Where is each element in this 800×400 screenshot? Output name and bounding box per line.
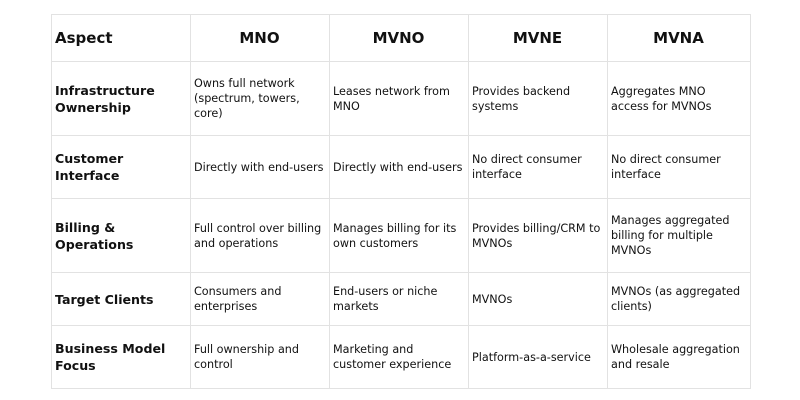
header-mvna: MVNA	[607, 14, 751, 62]
row-aspect-label: Billing & Operations	[51, 198, 191, 273]
table-row: Customer Interface Directly with end-use…	[51, 135, 751, 199]
cell-mvno: End-users or niche markets	[329, 272, 469, 326]
header-mvno: MVNO	[329, 14, 469, 62]
table-row: Business Model Focus Full ownership and …	[51, 325, 751, 389]
cell-mno: Owns full network (spectrum, towers, cor…	[190, 61, 330, 136]
table-row: Billing & Operations Full control over b…	[51, 198, 751, 273]
cell-mvno: Manages billing for its own customers	[329, 198, 469, 273]
row-aspect-label: Customer Interface	[51, 135, 191, 199]
cell-mvne: MVNOs	[468, 272, 608, 326]
cell-mno: Consumers and enterprises	[190, 272, 330, 326]
header-mno: MNO	[190, 14, 330, 62]
cell-mvno: Leases network from MNO	[329, 61, 469, 136]
header-aspect: Aspect	[51, 14, 191, 62]
cell-mvne: Platform-as-a-service	[468, 325, 608, 389]
table-row: Infrastructure Ownership Owns full netwo…	[51, 61, 751, 136]
cell-mno: Full control over billing and operations	[190, 198, 330, 273]
cell-mvno: Marketing and customer experience	[329, 325, 469, 389]
row-aspect-label: Business Model Focus	[51, 325, 191, 389]
header-mvne: MVNE	[468, 14, 608, 62]
cell-mvna: Aggregates MNO access for MVNOs	[607, 61, 751, 136]
cell-mvna: Manages aggregated billing for multiple …	[607, 198, 751, 273]
table-header: Aspect MNO MVNO MVNE MVNA	[51, 14, 751, 62]
header-row: Aspect MNO MVNO MVNE MVNA	[51, 14, 751, 62]
row-aspect-label: Infrastructure Ownership	[51, 61, 191, 136]
cell-mvna: MVNOs (as aggregated clients)	[607, 272, 751, 326]
cell-mvna: No direct consumer interface	[607, 135, 751, 199]
cell-mno: Directly with end-users	[190, 135, 330, 199]
comparison-table: Aspect MNO MVNO MVNE MVNA Infrastructure…	[51, 14, 751, 389]
table-row: Target Clients Consumers and enterprises…	[51, 272, 751, 326]
cell-mvno: Directly with end-users	[329, 135, 469, 199]
cell-mvne: Provides backend systems	[468, 61, 608, 136]
row-aspect-label: Target Clients	[51, 272, 191, 326]
cell-mvne: No direct consumer interface	[468, 135, 608, 199]
table-body: Infrastructure Ownership Owns full netwo…	[51, 61, 751, 389]
cell-mvne: Provides billing/CRM to MVNOs	[468, 198, 608, 273]
cell-mvna: Wholesale aggregation and resale	[607, 325, 751, 389]
cell-mno: Full ownership and control	[190, 325, 330, 389]
